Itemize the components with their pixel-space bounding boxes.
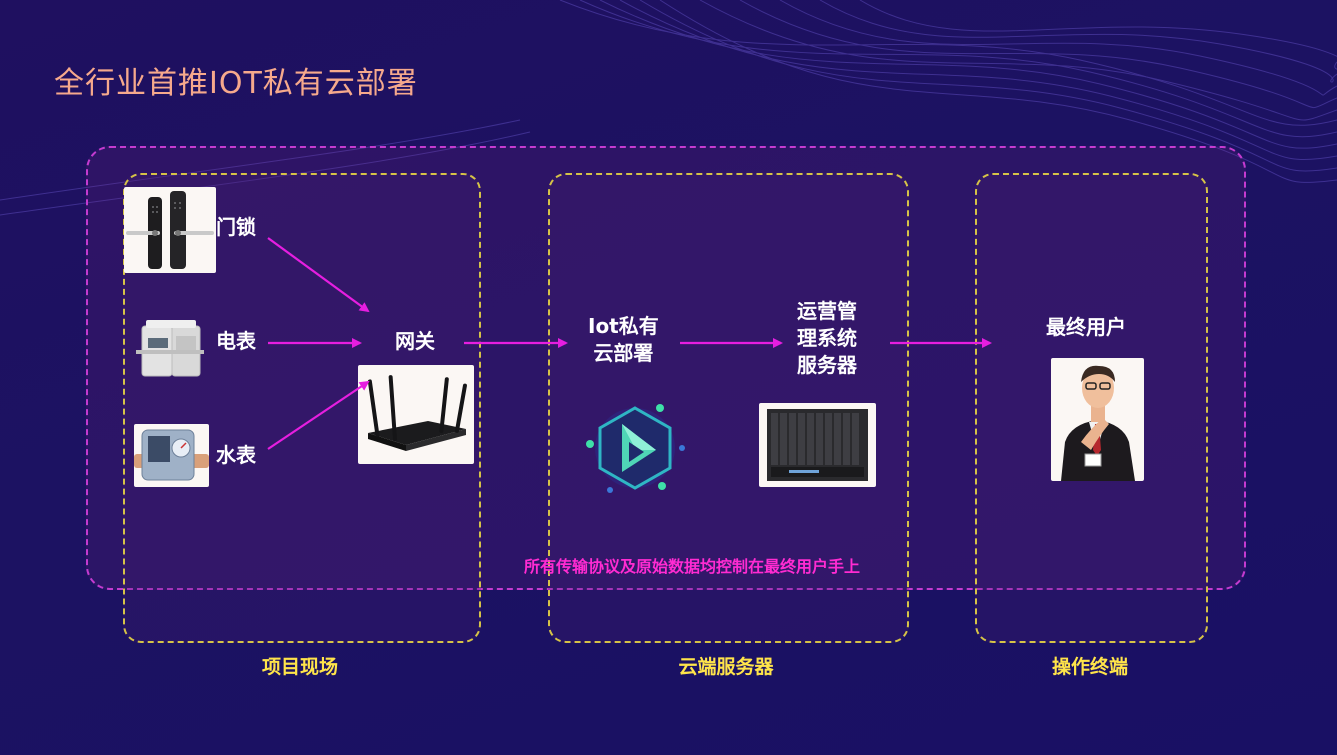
zone-label-project-site: 项目现场 — [261, 656, 338, 678]
node-label-door-lock: 门锁 — [216, 215, 256, 239]
businessman-photo — [1051, 358, 1144, 481]
node-label-iot-private-cloud: Iot私有 云部署 — [588, 314, 659, 365]
zone-label-operation-terminal: 操作终端 — [1051, 656, 1128, 678]
data-ownership-note: 所有传输协议及原始数据均控制在最终用户手上 — [524, 557, 861, 576]
cloud-logo-icon — [586, 404, 685, 493]
page-title: 全行业首推IOT私有云部署 — [54, 66, 418, 101]
node-label-electric-meter: 电表 — [216, 329, 256, 353]
electric-meter-photo — [136, 316, 204, 378]
door-lock-photo — [124, 187, 216, 273]
node-label-end-user: 最终用户 — [1046, 315, 1126, 339]
node-label-ops-server: 运营管 理系统 服务器 — [797, 299, 857, 377]
router-photo — [358, 365, 474, 464]
water-meter-photo — [134, 424, 209, 487]
node-label-water-meter: 水表 — [216, 443, 256, 467]
server-rack-photo — [759, 403, 876, 487]
zone-label-cloud-server: 云端服务器 — [678, 656, 774, 678]
node-label-gateway: 网关 — [395, 329, 435, 353]
